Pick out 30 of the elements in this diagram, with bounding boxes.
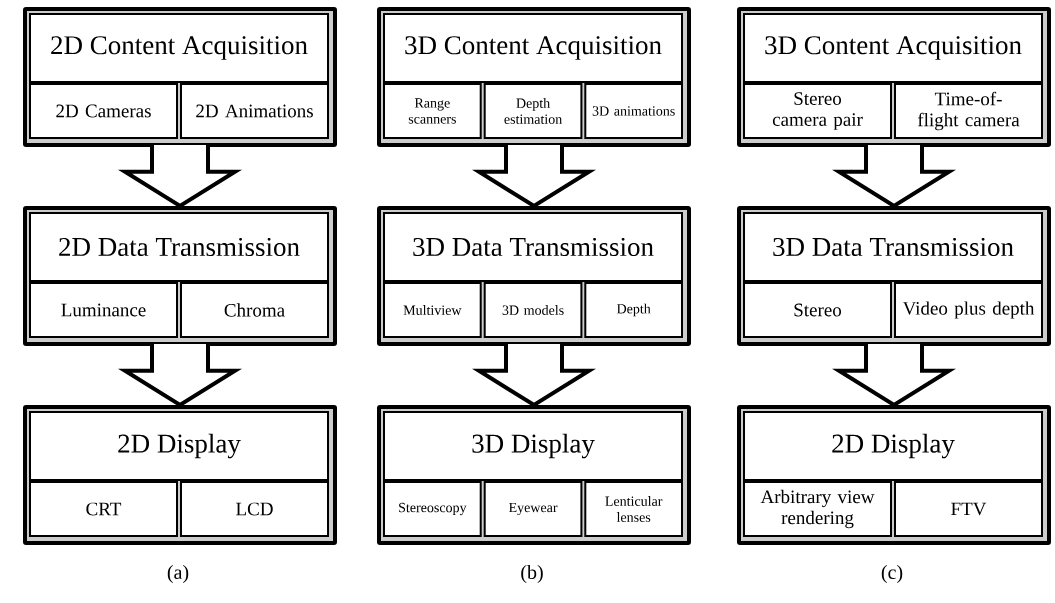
sub-cell: LCD — [180, 481, 329, 537]
sub-cell: Stereo camera pair — [743, 83, 892, 139]
sub-cell: Range scanners — [383, 83, 482, 139]
panel-label: (b) — [521, 564, 543, 584]
sub-cell: Time-of-flight camera — [894, 83, 1043, 139]
block-arrow — [118, 143, 242, 209]
panel-label: (c) — [881, 564, 903, 584]
panel-label: (a) — [167, 564, 189, 584]
sub-cell: Multiview — [383, 282, 482, 338]
sub-cell: Stereo — [743, 282, 892, 338]
block-arrow — [472, 143, 596, 209]
sub-cell: 3D models — [483, 282, 583, 338]
block-arrow — [832, 342, 956, 408]
sub-cell: Video plus depth — [894, 282, 1043, 338]
sub-cell: Luminance — [29, 282, 178, 338]
sub-cell: CRT — [29, 481, 178, 537]
sub-cell: 2D Animations — [180, 83, 329, 139]
sub-cell: Stereoscopy — [383, 481, 482, 537]
sub-cell: Depth estimation — [483, 83, 583, 139]
sub-cell: 3D animations — [584, 83, 683, 139]
block-arrow — [118, 342, 242, 408]
sub-cell: Depth — [584, 282, 683, 338]
sub-cell: Lenticular lenses — [584, 481, 683, 537]
sub-cell: Eyewear — [483, 481, 583, 537]
block-arrow — [472, 342, 596, 408]
block-arrow — [832, 143, 956, 209]
sub-cell: Chroma — [180, 282, 329, 338]
sub-cell: Arbitrary view rendering — [743, 481, 892, 537]
sub-cell: FTV — [894, 481, 1043, 537]
sub-cell: 2D Cameras — [29, 83, 178, 139]
